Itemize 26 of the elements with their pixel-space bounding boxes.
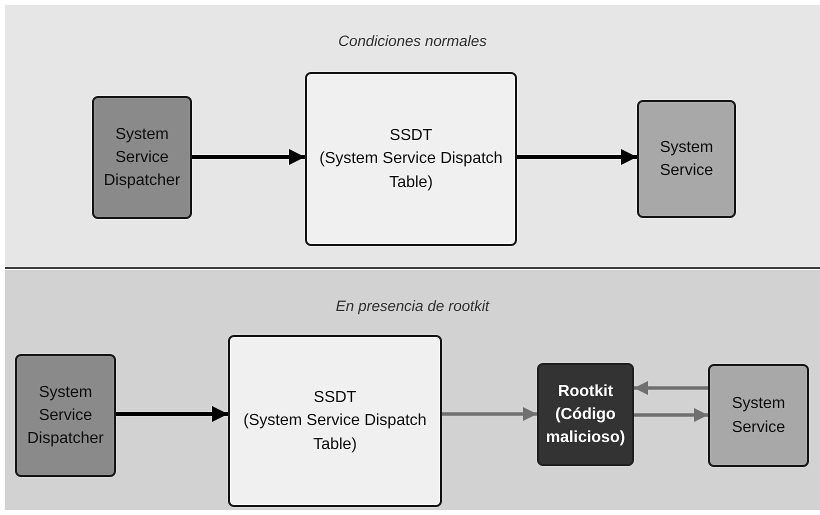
box-label: (System Service Dispatch Table) (242, 411, 428, 455)
box-title: SSDT (314, 388, 356, 408)
arrow (192, 149, 305, 165)
box-label: System Service Dispatcher (102, 124, 182, 192)
process-box (708, 364, 809, 467)
box-label: System Service Dispatcher (26, 382, 105, 450)
arrow (634, 381, 708, 395)
section-heading: Condiciones normales (338, 32, 487, 52)
box-label: System Service (658, 138, 714, 181)
process-box (637, 100, 736, 218)
section-heading: En presencia de rootkit (336, 297, 490, 317)
arrow (116, 406, 228, 422)
arrow (517, 149, 637, 165)
band-panel (5, 270, 820, 510)
table-box (305, 72, 517, 246)
arrow (634, 408, 708, 422)
process-box (15, 354, 116, 477)
box-label: System Service (730, 394, 786, 438)
box-label: (System Service Dispatch Table) (318, 149, 504, 193)
box-label: Rootkit (Código malicioso) (544, 382, 626, 448)
process-box (92, 96, 192, 219)
arrow (442, 407, 537, 421)
table-box (228, 335, 442, 507)
box-title: SSDT (390, 126, 432, 146)
malware-box (537, 363, 634, 466)
band-panel (5, 5, 820, 268)
